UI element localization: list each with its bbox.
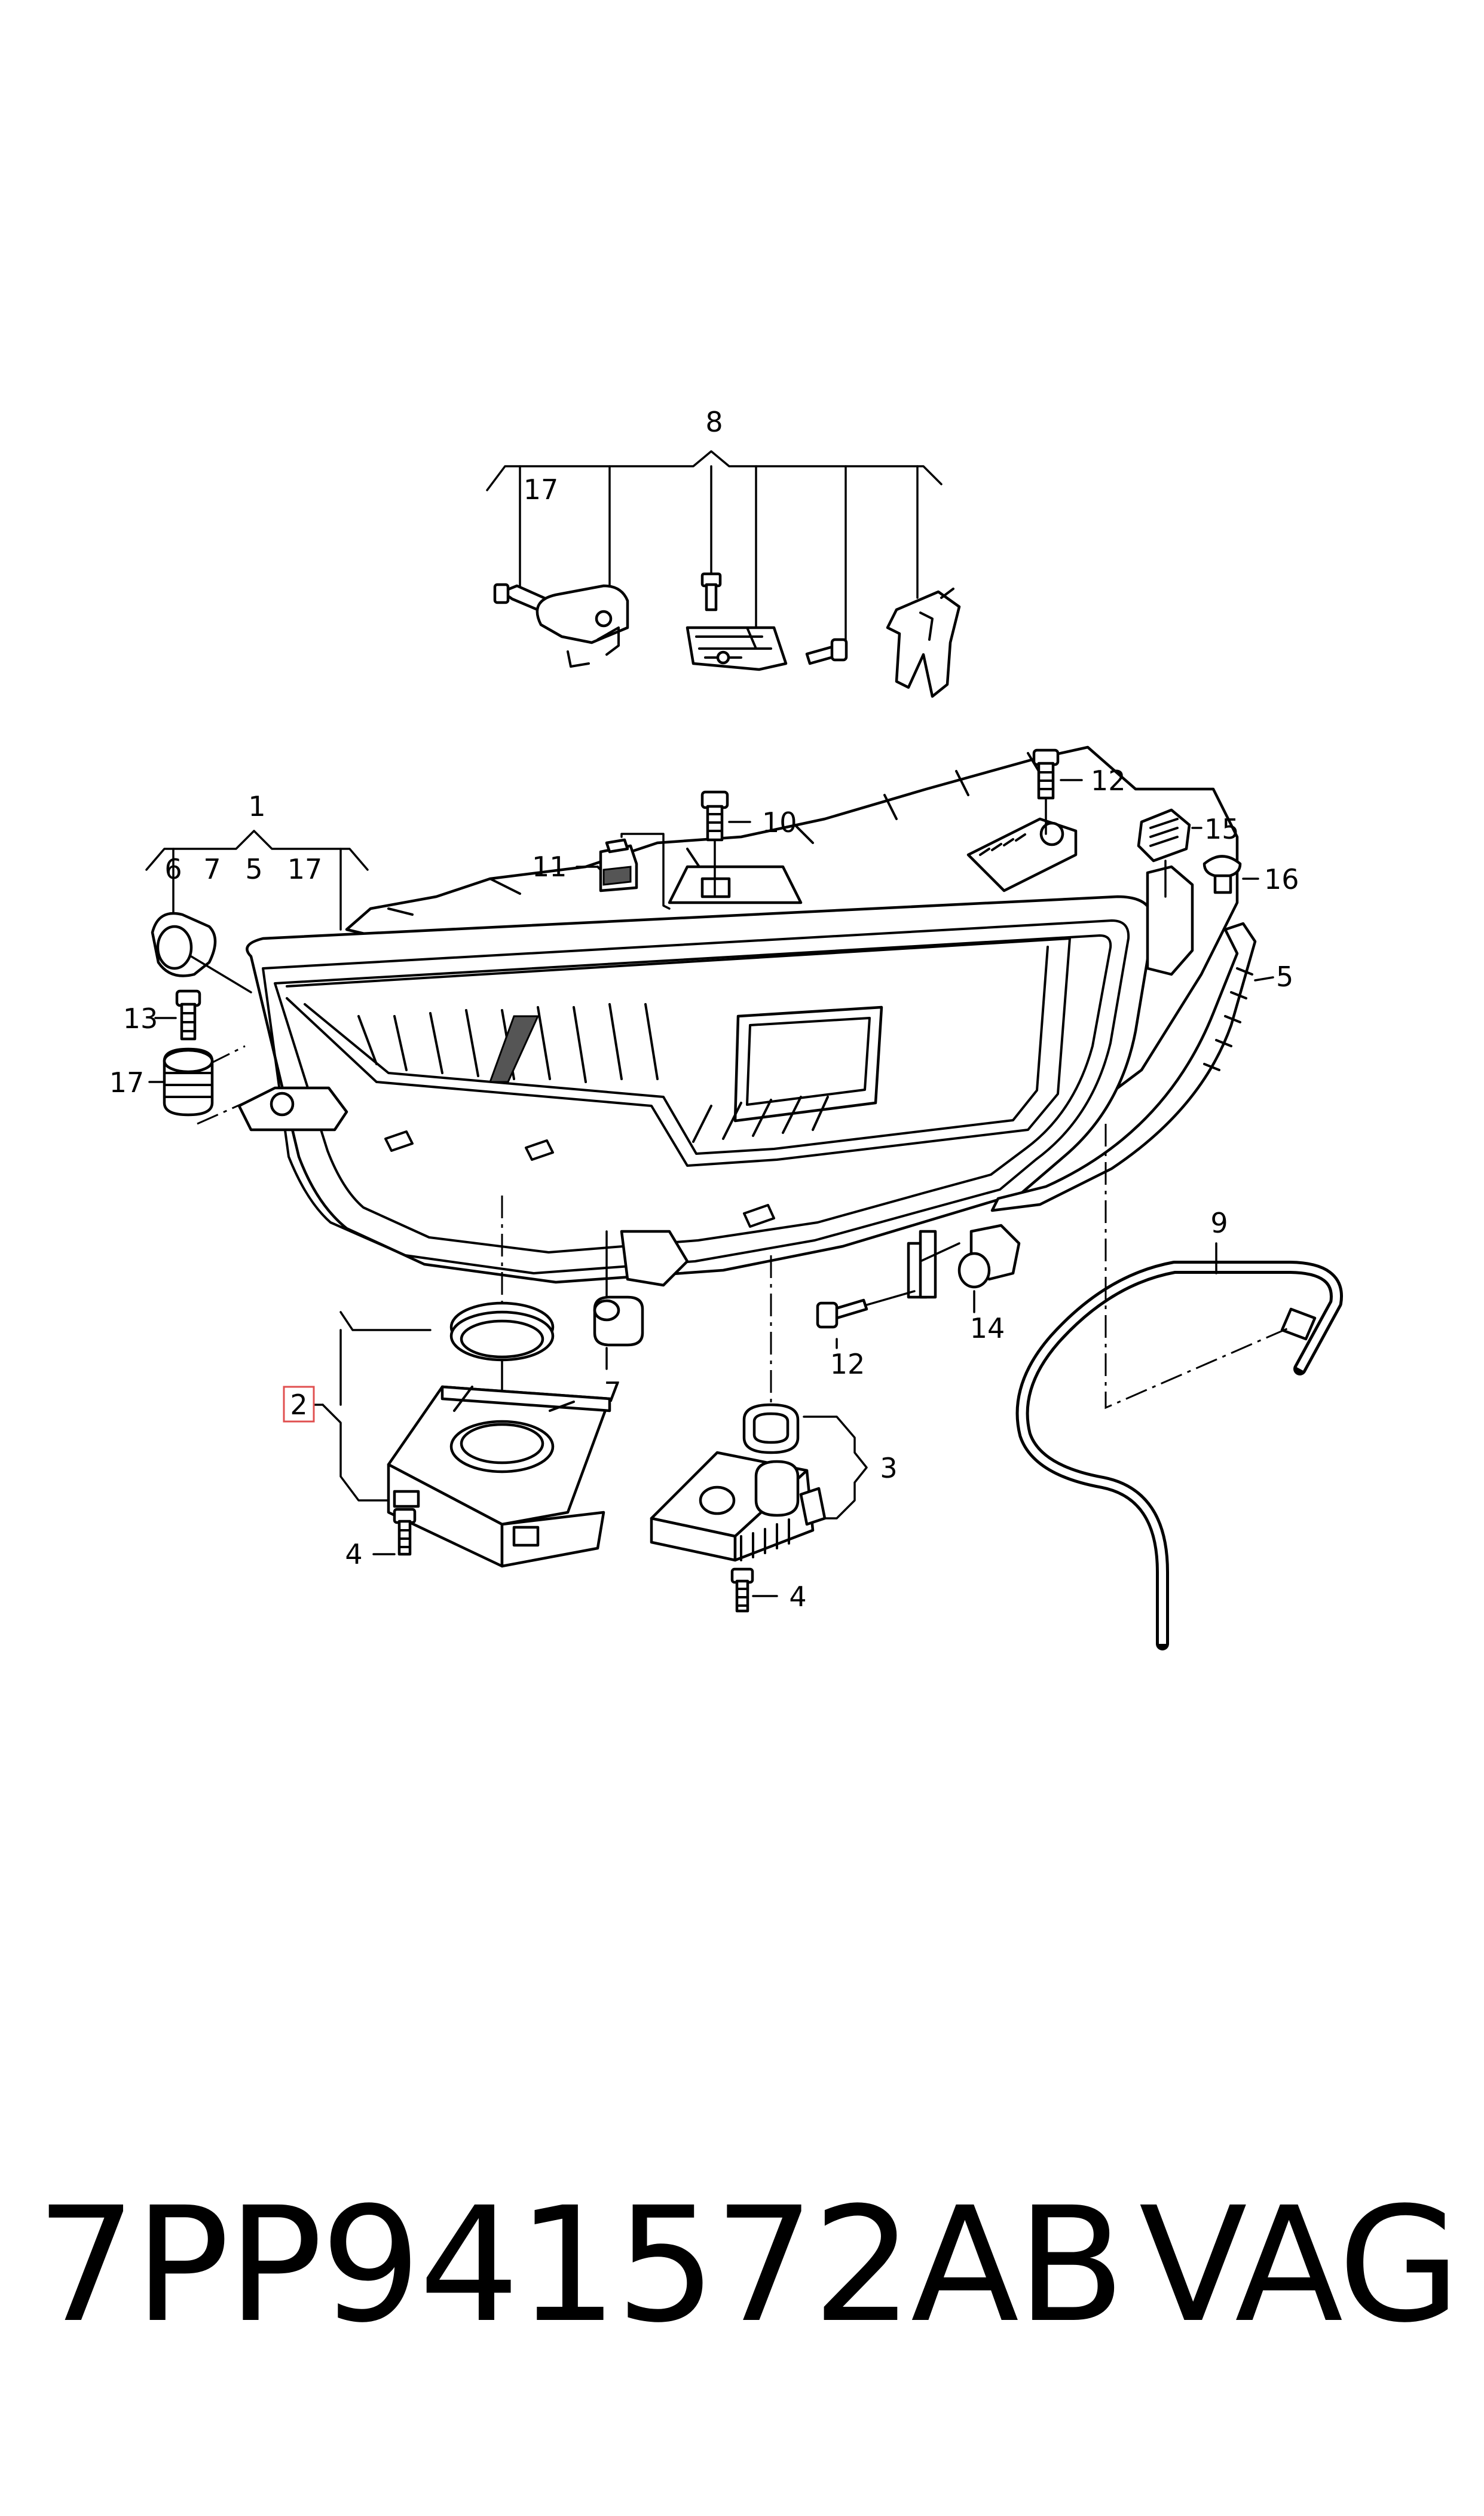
seal-ring-part-2 (449, 1196, 555, 1394)
callout-2: 2 (290, 1389, 307, 1421)
vent-hose-part-9 (1015, 1124, 1343, 1650)
side-trim-part-5 (990, 922, 1274, 1212)
rubber-part-7 (593, 1230, 644, 1370)
plug-part-16 (1203, 855, 1259, 894)
connector-part-14 (919, 1224, 1021, 1313)
callout-3: 3 (880, 1452, 897, 1484)
callout-16: 16 (1264, 863, 1299, 895)
screw-part-10 (700, 790, 751, 898)
callout-17: 17 (109, 1066, 145, 1099)
headlight-housing (237, 745, 1239, 1299)
bracket-group-8 (486, 450, 943, 644)
callout-1: 1 (248, 790, 265, 823)
callout-14: 14 (970, 1312, 1005, 1344)
brand-name: VAG (1139, 2173, 1461, 2358)
repair-bracket-part-a (493, 583, 629, 668)
callout-8: 8 (705, 406, 723, 438)
callout-17: 17 (524, 473, 559, 506)
callout-13: 13 (123, 1002, 158, 1035)
callout-4: 4 (789, 1580, 806, 1613)
part-number: 7PP941572AB (36, 2173, 1125, 2358)
screw-part-12-top (1032, 748, 1083, 835)
bushing-part-17 (148, 1047, 214, 1117)
callout-5: 5 (245, 853, 262, 885)
repair-bracket-part-b (686, 572, 788, 671)
callout-10: 10 (762, 806, 797, 839)
bracket-group-3 (770, 1255, 868, 1520)
control-unit-part-2 (387, 1385, 611, 1568)
callout-6: 6 (164, 853, 182, 885)
footer: 7PP941572AB VAG (36, 2173, 1461, 2358)
callout-9: 9 (1210, 1207, 1228, 1239)
callout-7: 7 (203, 853, 221, 885)
callout-11: 11 (532, 851, 567, 883)
callout-15: 15 (1204, 813, 1240, 845)
callout-4: 4 (345, 1538, 362, 1570)
bracket-group-2 (310, 1311, 432, 1502)
screw-part-4-right (730, 1567, 778, 1613)
led-module-part-3 (650, 1451, 827, 1562)
highlighted-callout-2-box (283, 1386, 315, 1423)
connector-part-11 (576, 833, 671, 910)
bracket-group-1 (145, 830, 369, 931)
screw-part-4-left (372, 1508, 417, 1556)
callout-5: 5 (1276, 961, 1293, 993)
cap-part-6 (151, 912, 252, 993)
screw-part-12-bottom (816, 1290, 916, 1349)
repair-bracket-part-c (805, 588, 961, 698)
clip-part-15 (1137, 808, 1203, 898)
gasket-part-3 (742, 1403, 800, 1454)
screw-part-13 (154, 989, 201, 1041)
callout-17: 17 (287, 853, 323, 885)
callout-12: 12 (1091, 765, 1126, 797)
callout-12: 12 (830, 1348, 865, 1380)
